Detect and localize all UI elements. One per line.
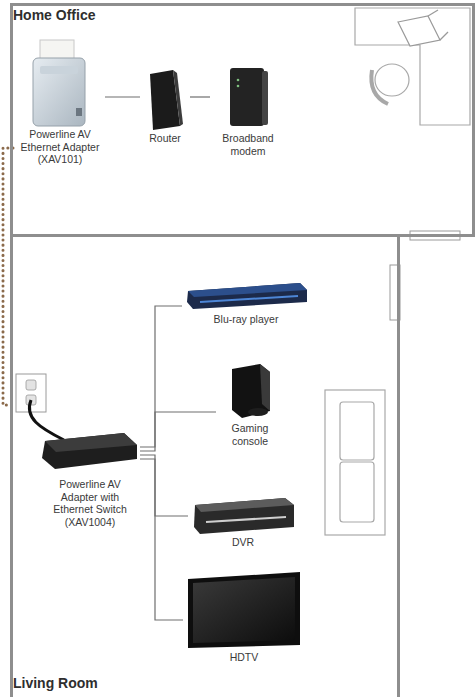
router — [150, 70, 183, 130]
device-node: Blu-ray player — [182, 281, 310, 328]
router-node: Router — [140, 70, 190, 147]
adapter-badge — [40, 66, 78, 74]
device-label: HDTV — [183, 651, 305, 664]
adapter-body — [33, 58, 85, 126]
tv-frame — [188, 572, 300, 648]
laptop-base — [398, 16, 440, 46]
bluray-body — [187, 283, 307, 309]
sofa — [325, 390, 385, 535]
router-side — [173, 70, 183, 126]
console-controller — [248, 408, 268, 416]
device-label: Broadband modem — [210, 132, 286, 157]
ethernet-cable — [190, 96, 210, 97]
device-label: Router — [140, 132, 190, 145]
bluray-player — [187, 283, 307, 309]
adapter-port — [76, 108, 82, 116]
modem-light — [237, 85, 240, 88]
room-region: Home OfficePowerline AV Ethernet Adapter… — [10, 3, 475, 237]
modem-node: Broadband modem — [210, 68, 286, 159]
ethernet-cable — [140, 412, 216, 451]
chair-back — [371, 70, 388, 104]
dvr — [194, 498, 294, 534]
room-region: Living Room Blu-ray playerGaming consoleD… — [10, 237, 400, 697]
switch-body — [42, 433, 137, 469]
laptop-lid — [428, 10, 438, 16]
power-cord — [29, 400, 64, 440]
device-label: Gaming console — [219, 422, 281, 447]
hdtv — [188, 572, 300, 648]
laptop-lid — [440, 32, 448, 40]
device-label: Blu-ray player — [182, 313, 310, 326]
laptop — [398, 10, 448, 46]
tv-screen — [193, 577, 295, 643]
gaming-console — [232, 364, 270, 418]
dvr-body — [194, 498, 294, 534]
modem-body — [230, 68, 264, 126]
wall-outlet — [16, 374, 46, 412]
broadband-modem — [230, 68, 268, 126]
device-node: HDTV — [183, 571, 305, 666]
ethernet-cable — [140, 459, 183, 620]
modem-side — [262, 71, 268, 125]
bluray-stripe — [200, 296, 298, 302]
device-label: Powerline AV Ethernet Adapter (XAV101) — [15, 128, 105, 166]
ethernet-cable — [140, 455, 188, 516]
sofa-frame — [325, 390, 385, 535]
dvr-top — [195, 498, 294, 512]
device-node: DVR — [188, 496, 298, 551]
powerline-switch — [16, 374, 137, 469]
device-label: DVR — [188, 536, 298, 549]
console-side — [260, 364, 270, 411]
office-chair — [371, 64, 409, 104]
powerline-adapter — [33, 40, 85, 126]
device-node: Gaming console — [216, 362, 284, 449]
switch-node: Powerline AV Adapter with Ethernet Switc… — [14, 372, 140, 530]
chair-seat — [375, 64, 409, 96]
dvr-panel — [206, 517, 286, 522]
ethernet-cable — [105, 96, 140, 97]
modem-light — [237, 79, 240, 82]
ethernet-cable — [140, 306, 182, 447]
adapter-node: Powerline AV Ethernet Adapter (XAV101) — [15, 40, 105, 168]
sofa-cushion — [340, 402, 374, 460]
console-body — [232, 364, 270, 418]
desk-top — [355, 8, 470, 125]
outlet-socket — [26, 380, 36, 390]
sofa-cushion — [340, 462, 374, 522]
switch-top — [45, 433, 137, 452]
bluray-top — [188, 283, 307, 297]
room-title: Home Office — [13, 7, 95, 23]
device-label: Powerline AV Adapter with Ethernet Switc… — [45, 478, 135, 528]
room-title: Living Room — [13, 675, 98, 691]
desk — [355, 8, 470, 125]
